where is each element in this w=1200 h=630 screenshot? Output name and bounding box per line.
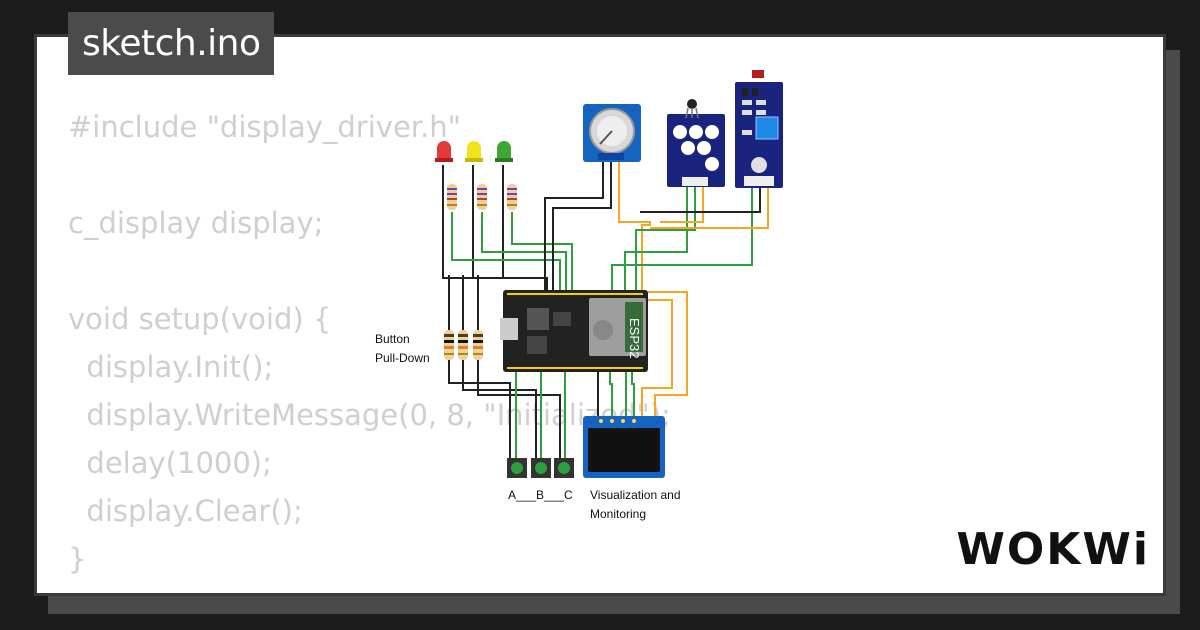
oled-display-icon: [583, 416, 665, 478]
wire-green: [635, 187, 696, 290]
wire-green: [624, 187, 688, 290]
led-green-icon: [495, 141, 513, 162]
label-line: Pull-Down: [375, 351, 430, 365]
circuit-diagram: ESP32: [435, 70, 783, 478]
wire-green: [451, 212, 561, 290]
push-button-b-icon: [531, 458, 551, 478]
wire-green: [511, 212, 573, 290]
push-button-a-icon: [507, 458, 527, 478]
wire-green: [611, 188, 753, 290]
code-line: display.Clear();: [68, 494, 303, 528]
resistor-icon: [507, 184, 517, 210]
resistor-icon: [458, 330, 468, 360]
code-line: }: [68, 542, 87, 576]
wire-black: [552, 162, 612, 290]
code-line: c_display display;: [68, 206, 324, 240]
wire-orange: [618, 162, 651, 290]
wire-orange: [641, 299, 673, 418]
wire-orange: [648, 291, 688, 418]
wire-orange: [660, 187, 704, 223]
buttons-label: A___B___C: [508, 488, 573, 502]
filename-tab: sketch.ino: [68, 12, 275, 75]
label-line: Visualization and: [590, 488, 681, 502]
code-line: void setup(void) {: [68, 302, 332, 336]
esp32-label: ESP32: [627, 318, 642, 358]
button-pulldown-label: Button Pull-Down: [375, 330, 430, 368]
wire-green: [631, 372, 635, 418]
wire-black: [448, 275, 511, 458]
code-line: display.Init();: [68, 350, 274, 384]
potentiometer-icon: [583, 104, 641, 162]
resistor-icon: [477, 184, 487, 210]
wire-orange: [650, 188, 769, 229]
led-yellow-icon: [465, 141, 483, 162]
esp32-board-icon: ESP32: [500, 290, 648, 372]
wire-green: [609, 372, 613, 418]
wire-black: [442, 165, 548, 290]
temperature-sensor-icon: [667, 99, 725, 187]
wire-black: [640, 188, 761, 213]
wire-green: [481, 212, 567, 290]
code-line: #include "display_driver.h": [68, 110, 461, 144]
resistor-icon: [444, 330, 454, 360]
wokwi-logo: WOKWi: [956, 524, 1150, 575]
code-line: delay(1000);: [68, 446, 272, 480]
light-sensor-icon: [735, 70, 783, 188]
resistor-icon: [447, 184, 457, 210]
wire-black: [544, 162, 604, 290]
push-button-c-icon: [554, 458, 574, 478]
display-label: Visualization and Monitoring: [590, 486, 681, 524]
label-line: Monitoring: [590, 507, 647, 521]
led-red-icon: [435, 141, 453, 162]
resistor-icon: [473, 330, 483, 360]
label-line: Button: [375, 332, 410, 346]
